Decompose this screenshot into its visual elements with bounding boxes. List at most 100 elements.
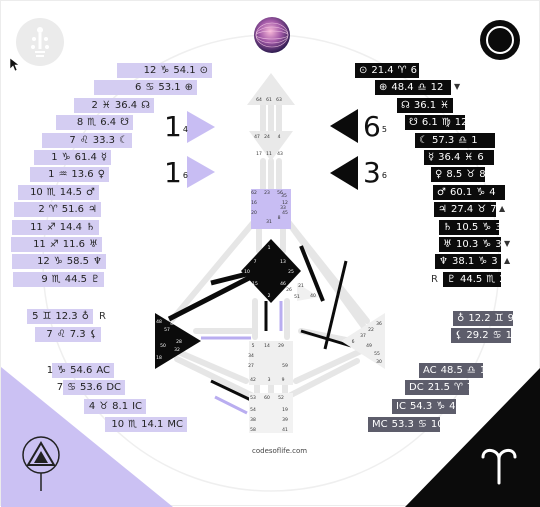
design-row-north-node[interactable]: ☊36.1♓6 <box>397 97 460 113</box>
exaltation-mark: ▲ <box>504 256 511 266</box>
personality-row-north-node[interactable]: 2♓36.4☊ <box>74 97 154 113</box>
line-position: 21.5 <box>427 382 450 393</box>
line-position: 44.5 <box>64 273 88 285</box>
logo-icon <box>16 18 64 66</box>
gate-label: 49 <box>366 343 372 349</box>
personality-row-south-node[interactable]: 8♏6.4☋ <box>56 115 133 131</box>
design-row-pluto[interactable]: ♇44.5♏2 <box>443 271 506 287</box>
personality-row-neptune[interactable]: 12♑58.5♆ <box>12 254 106 270</box>
personality-row-earth[interactable]: 6♋53.1⊕ <box>94 80 197 96</box>
root-center <box>249 393 293 433</box>
sacral-center <box>249 341 293 385</box>
gate-label: 58 <box>250 427 256 433</box>
design-row-uranus[interactable]: ♅10.3♑3 <box>439 237 502 252</box>
line-position: 53.6 <box>80 382 103 393</box>
gate-label: 35 <box>281 193 287 199</box>
zodiac-sign-icon: ♐ <box>46 221 56 233</box>
footer-brand[interactable]: codesoflife.com <box>252 447 308 455</box>
design-extra-row[interactable]: ♁12.2♊9 <box>453 311 514 326</box>
gate-number: 12 <box>37 256 50 268</box>
gate-label: 25 <box>288 269 294 275</box>
personality-row-mercury[interactable]: 1♑61.4☿ <box>34 150 111 165</box>
zodiac-sign-icon: ♏ <box>51 273 61 285</box>
design-row-jupiter[interactable]: ♃27.4♉7 <box>434 202 497 218</box>
design-row-saturn[interactable]: ♄10.5♑3 <box>439 219 502 235</box>
gate-label: 29 <box>278 343 284 349</box>
asteroid-icon: ⚸ <box>455 330 463 341</box>
gate-label: 15 <box>252 281 258 287</box>
zodiac-sign-icon: ♑ <box>478 256 488 268</box>
mercury-icon: ☿ <box>428 152 435 163</box>
personality-row-venus[interactable]: 1♒13.6♀ <box>30 167 109 183</box>
gate-label: 42 <box>250 377 256 383</box>
personality-row-sun[interactable]: 12♑54.1⊙ <box>117 63 212 78</box>
zodiac-sign-icon: ♓ <box>440 99 450 111</box>
personality-row-uranus[interactable]: 11♐11.6♅ <box>11 237 102 252</box>
zodiac-sign-icon: ♑ <box>160 65 170 76</box>
gate-label: 64 <box>256 97 262 103</box>
gate-label: 37 <box>360 333 366 339</box>
heart-center <box>297 283 319 301</box>
personality-extra-row[interactable]: 7♌7.3⚸ <box>35 327 101 342</box>
mercury-icon: ☿ <box>100 152 107 163</box>
personality-row-moon[interactable]: 7♌33.3☾ <box>42 132 132 148</box>
gate-label: 38 <box>250 417 256 423</box>
design-row-earth[interactable]: ⊕48.4♎12 <box>375 80 451 96</box>
gate-label: 59 <box>282 363 288 369</box>
design-row-mercury[interactable]: ☿36.4♓6 <box>424 150 494 165</box>
angle-label: MC <box>372 419 388 430</box>
personality-row-saturn[interactable]: 11♐14.4♄ <box>12 219 99 235</box>
gate-label: 12 <box>282 200 288 206</box>
design-extra-row[interactable]: ⚸29.2♋11 <box>451 328 518 343</box>
line-position: 6.4 <box>100 117 117 129</box>
variable-right-bottom: 36 <box>363 156 387 189</box>
lavender-corner <box>1 367 173 507</box>
gate-label: 32 <box>174 347 180 353</box>
personality-extra-row[interactable]: 5♊12.3♁ <box>27 309 93 324</box>
variable-left-top: 14 <box>164 110 188 143</box>
gate-label: 2 <box>268 293 271 299</box>
moon-icon: ☾ <box>119 134 128 146</box>
zodiac-sign-icon: ♓ <box>464 152 474 163</box>
jupiter-icon: ♃ <box>438 204 447 216</box>
gate-label: 34 <box>248 353 254 359</box>
line-position: 14.5 <box>59 186 83 198</box>
gate-label: 7 <box>254 259 257 265</box>
asteroid-icon: ⚸ <box>89 329 97 340</box>
zodiac-sign-icon: ♋ <box>492 330 502 341</box>
personality-row-mars[interactable]: 10♏14.5♂ <box>18 184 99 200</box>
design-row-south-node[interactable]: ☋6.1♍12 <box>405 115 468 131</box>
design-row-moon[interactable]: ☾57.3♎1 <box>415 132 495 148</box>
line-position: 60.1 <box>449 186 473 198</box>
personality-row-jupiter[interactable]: 2♈51.6♃ <box>14 202 101 218</box>
line-position: 36.4 <box>114 99 138 111</box>
gate-label: 54 <box>250 407 256 413</box>
zodiac-sign-icon: ♊ <box>42 311 52 322</box>
design-row-sun[interactable]: ⊙21.4♈6 <box>355 63 419 78</box>
gate-number: 11 <box>30 221 43 233</box>
mouse-cursor-icon <box>10 58 20 72</box>
line-position: 54.1 <box>173 65 196 76</box>
pluto-icon: ♇ <box>91 273 100 285</box>
gate-number: 6 <box>477 152 484 163</box>
design-row-mars[interactable]: ♂60.1♑4 <box>433 184 505 200</box>
design-row-neptune[interactable]: ♆38.1♑3 <box>435 254 501 270</box>
gate-label: 26 <box>286 287 292 293</box>
gate-label: 10 <box>244 269 250 275</box>
gate-number: 3 <box>495 239 502 250</box>
zodiac-sign-icon: ♉ <box>477 204 487 216</box>
personality-row-pluto[interactable]: 9♏44.5♇ <box>13 271 104 287</box>
sun-icon: ⊙ <box>199 65 208 76</box>
gate-number: 12 <box>430 82 444 94</box>
gate-number: 9 <box>41 273 48 285</box>
design-row-venus[interactable]: ♀8.5♉8 <box>431 167 486 183</box>
zodiac-sign-icon: ♎ <box>466 365 476 376</box>
